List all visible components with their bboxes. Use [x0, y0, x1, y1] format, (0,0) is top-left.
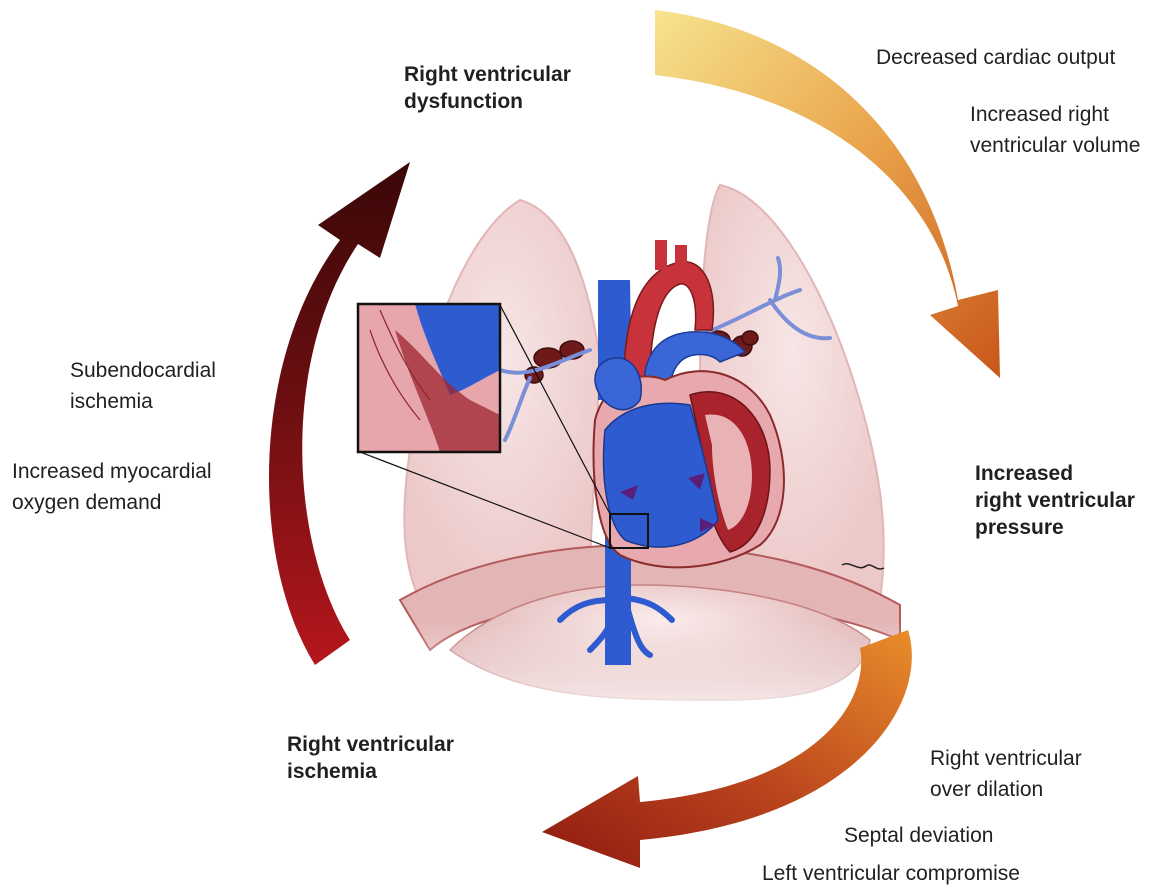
- label-increased-myocardial-o2: Increased myocardial oxygen demand: [12, 456, 212, 518]
- label-septal-deviation: Septal deviation: [844, 820, 993, 851]
- subendocardial-inset: [358, 304, 500, 452]
- label-rv-ischemia: Right ventricular ischemia: [287, 731, 454, 785]
- label-increased-rv-volume: Increased right ventricular volume: [970, 99, 1140, 161]
- label-increased-rv-pressure: Increased right ventricular pressure: [975, 460, 1135, 541]
- label-lv-compromise: Left ventricular compromise: [762, 858, 1020, 889]
- label-rv-over-dilation: Right ventricular over dilation: [930, 743, 1082, 805]
- heart-lung-illustration: [358, 185, 920, 730]
- label-rv-dysfunction: Right ventricular dysfunction: [404, 61, 571, 115]
- label-subendocardial-ischemia: Subendocardial ischemia: [70, 355, 216, 417]
- label-decreased-cardiac-output: Decreased cardiac output: [876, 42, 1115, 73]
